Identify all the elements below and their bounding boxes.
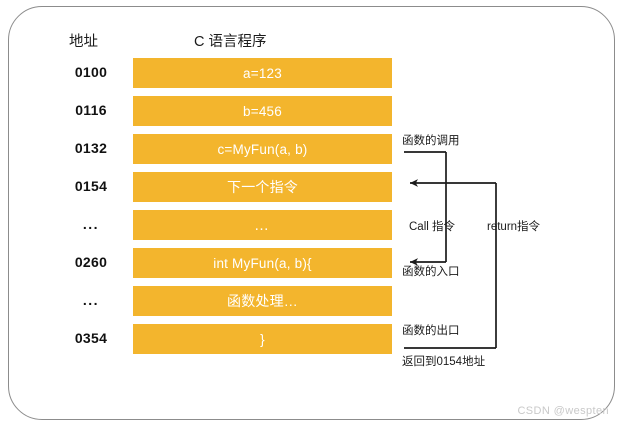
memory-row-text: a=123	[243, 65, 282, 81]
csdn-watermark: CSDN @wespten	[517, 405, 609, 417]
memory-row-text: }	[260, 331, 265, 347]
address-label-ellipsis: ...	[82, 292, 100, 308]
memory-row-bar: …	[133, 210, 392, 240]
address-label: 0116	[75, 102, 107, 118]
address-label: 0132	[74, 140, 108, 156]
memory-row-bar: c=MyFun(a, b)	[133, 134, 392, 164]
address-label: 0260	[74, 254, 108, 270]
annotation-return-address: 返回到0154地址	[402, 356, 486, 368]
memory-row-bar: b=456	[133, 96, 392, 126]
memory-row-text: c=MyFun(a, b)	[217, 141, 308, 157]
address-label-ellipsis: ...	[82, 216, 100, 232]
column-header-address: 地址	[69, 34, 98, 50]
address-label: 0154	[74, 178, 108, 194]
memory-row-text: …	[254, 216, 271, 234]
memory-row-text: b=456	[243, 103, 282, 119]
column-header-program: C 语言程序	[194, 34, 267, 50]
annotation-function-call: 函数的调用	[402, 135, 460, 147]
memory-row-bar: a=123	[133, 58, 392, 88]
address-label: 0354	[74, 330, 108, 346]
annotation-function-exit: 函数的出口	[402, 325, 460, 337]
memory-row-bar: int MyFun(a, b){	[133, 248, 392, 278]
annotation-call-instruction: Call 指令	[409, 221, 456, 233]
memory-row-text: 下一个指令	[227, 179, 298, 195]
memory-row-text: 函数处理…	[227, 293, 298, 309]
memory-row-bar: }	[133, 324, 392, 354]
annotation-return-instruction: return指令	[487, 221, 541, 233]
memory-row-bar: 函数处理…	[133, 286, 392, 316]
memory-row-text: int MyFun(a, b){	[213, 255, 312, 271]
address-label: 0100	[74, 64, 108, 80]
memory-row-bar: 下一个指令	[133, 172, 392, 202]
annotation-function-entry: 函数的入口	[402, 266, 460, 278]
